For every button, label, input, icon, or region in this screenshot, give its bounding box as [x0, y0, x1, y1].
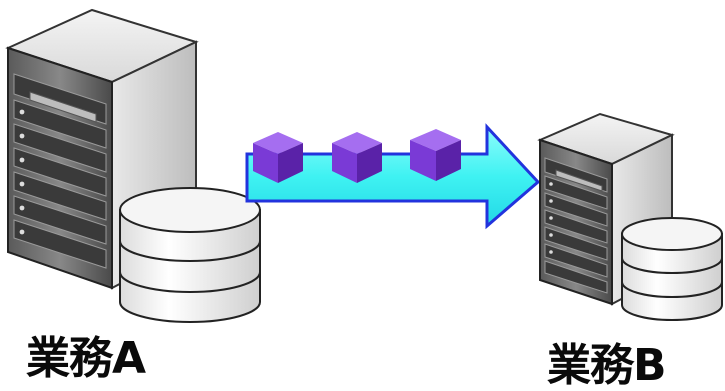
data-cube-3-icon	[410, 129, 461, 181]
database-b-icon	[621, 217, 723, 321]
database-a-icon	[119, 187, 261, 323]
server-a-icon	[5, 8, 199, 290]
data-cube-2-icon	[332, 132, 382, 183]
system-b-label: 業務B	[547, 340, 667, 391]
transfer-arrow-icon	[245, 123, 541, 230]
system-a-label: 業務A	[26, 333, 146, 384]
data-cube-1-icon	[253, 132, 303, 183]
